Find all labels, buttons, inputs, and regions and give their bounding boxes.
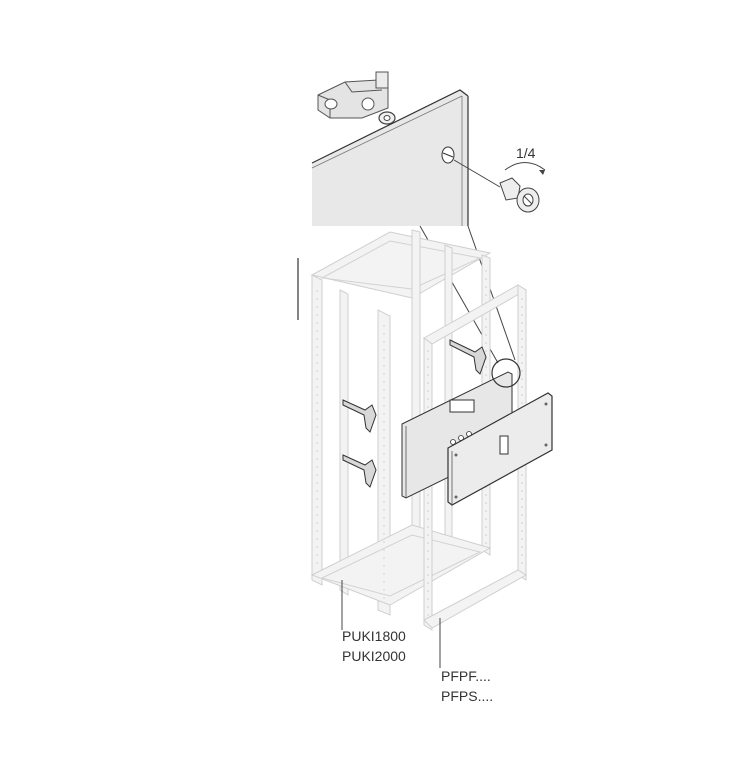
lock-bracket-icon bbox=[317, 71, 389, 119]
rotation-label: 1/4 bbox=[516, 145, 536, 161]
cabinet-code-2: PUKI2000 bbox=[342, 648, 406, 664]
rail-bracket-icon bbox=[342, 339, 487, 488]
cover-panel-front bbox=[447, 392, 553, 506]
frame-code-1: PFPF.... bbox=[441, 668, 491, 684]
screw-leader-line bbox=[453, 159, 501, 188]
rotation-arrow-icon bbox=[504, 162, 546, 171]
zoom-line-right bbox=[467, 225, 516, 361]
detail-circle bbox=[491, 358, 521, 388]
frame-code-2: PFPS.... bbox=[441, 688, 494, 704]
cabinet-code-1: PUKI1800 bbox=[342, 628, 406, 644]
door-panel bbox=[311, 89, 469, 226]
quarter-turn-screw-icon bbox=[499, 177, 540, 213]
washer-icon bbox=[378, 111, 396, 125]
